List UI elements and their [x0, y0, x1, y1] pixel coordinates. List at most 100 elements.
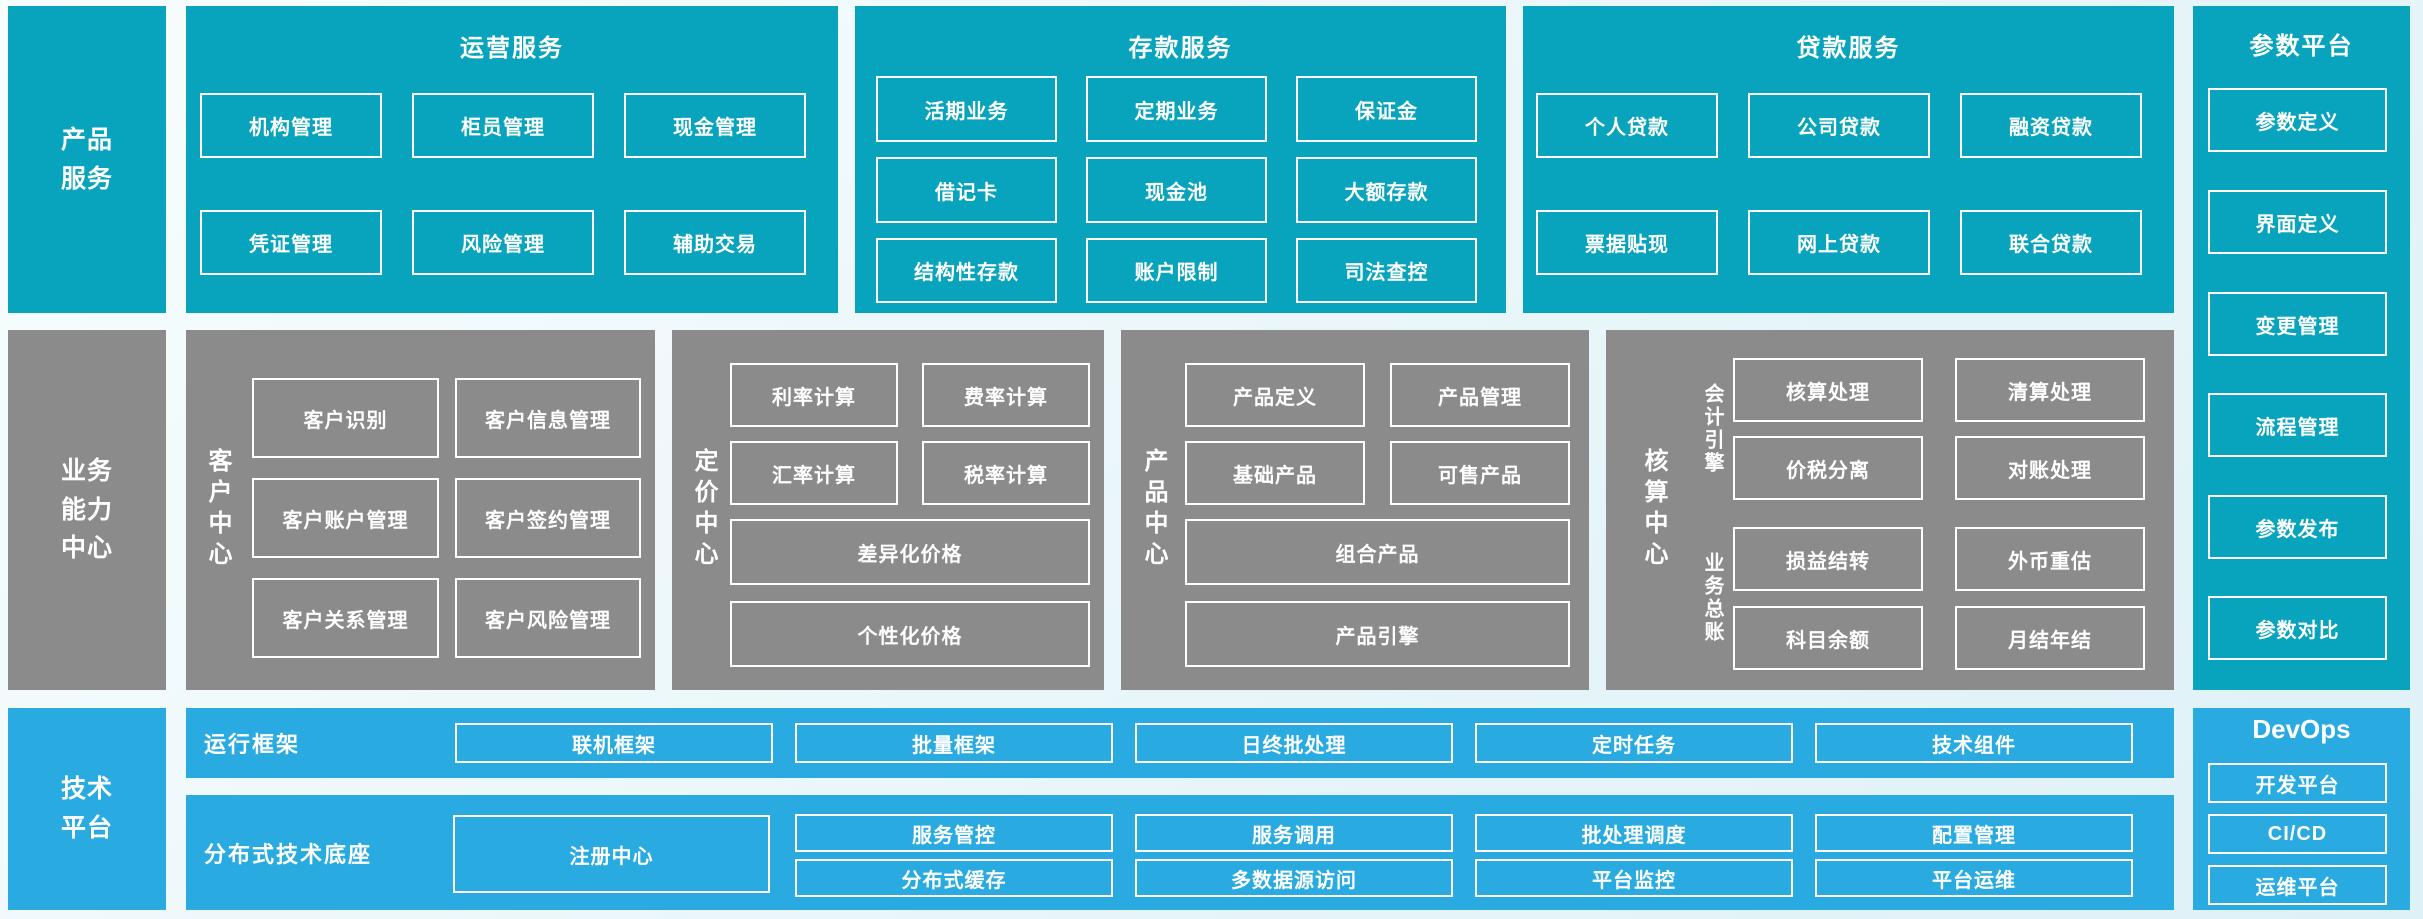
capability-box: 定期业务 [1086, 76, 1267, 142]
capability-box: 服务调用 [1135, 814, 1453, 852]
capability-box: 流程管理 [2208, 393, 2387, 457]
capability-box: 结构性存款 [876, 238, 1057, 303]
section-runtime-framework: 运行框架 联机框架 批量框架 日终批处理 定时任务 技术组件 [186, 708, 2174, 778]
capability-box: 定时任务 [1475, 723, 1793, 763]
capability-box: 月结年结 [1955, 606, 2145, 670]
section-pricing-center-label: 定价中心 [690, 448, 717, 572]
capability-box: 辅助交易 [624, 210, 806, 275]
section-loan-title: 贷款服务 [1796, 35, 1901, 62]
capability-box: 风险管理 [412, 210, 594, 275]
capability-box: 保证金 [1296, 76, 1477, 142]
sidebar-tech-platform: 技术平台 [8, 708, 166, 910]
capability-box: 变更管理 [2208, 292, 2387, 356]
capability-box: 柜员管理 [412, 93, 594, 158]
capability-box: 客户关系管理 [252, 578, 439, 658]
capability-box: 平台监控 [1475, 859, 1793, 897]
section-customer-center: 客户中心 客户识别 客户信息管理 客户账户管理 客户签约管理 客户关系管理 客户… [186, 330, 655, 690]
capability-box: 客户风险管理 [455, 578, 641, 658]
section-customer-center-label: 客户中心 [204, 448, 231, 572]
capability-box: CI/CD [2208, 814, 2387, 854]
capability-box-wide: 差异化价格 [730, 519, 1090, 585]
section-loan-services: 贷款服务 个人贷款 公司贷款 融资贷款 票据贴现 网上贷款 联合贷款 [1523, 6, 2174, 313]
capability-box-wide: 组合产品 [1185, 519, 1570, 585]
capability-box: 借记卡 [876, 157, 1057, 223]
capability-box: 个人贷款 [1536, 93, 1718, 158]
capability-box: 账户限制 [1086, 238, 1267, 303]
capability-box: 现金池 [1086, 157, 1267, 223]
capability-box: 日终批处理 [1135, 723, 1453, 763]
capability-box: 司法查控 [1296, 238, 1477, 303]
sidebar-product-services-label: 产品服务 [60, 125, 113, 193]
capability-box-wide: 产品引擎 [1185, 601, 1570, 667]
capability-box-wide: 个性化价格 [730, 601, 1090, 667]
capability-box: 服务管控 [795, 814, 1113, 852]
capability-box: 机构管理 [200, 93, 382, 158]
capability-box: 配置管理 [1815, 814, 2133, 852]
section-distributed-base-label: 分布式技术底座 [204, 841, 373, 867]
capability-box: 外币重估 [1955, 527, 2145, 591]
section-accounting-center-label: 核算中心 [1640, 448, 1667, 572]
capability-box: 客户签约管理 [455, 478, 641, 558]
capability-box: 运维平台 [2208, 865, 2387, 905]
capability-box: 公司贷款 [1748, 93, 1930, 158]
capability-box: 批处理调度 [1475, 814, 1793, 852]
capability-box: 产品定义 [1185, 363, 1365, 427]
capability-box: 联机框架 [455, 723, 773, 763]
capability-box: 批量框架 [795, 723, 1113, 763]
capability-box: 参数对比 [2208, 596, 2387, 660]
accounting-group-label-ledger: 业务总账 [1701, 552, 1723, 644]
section-product-center: 产品中心 产品定义 产品管理 基础产品 可售产品 组合产品 产品引擎 [1121, 330, 1589, 690]
section-deposit-services: 存款服务 活期业务 定期业务 保证金 借记卡 现金池 大额存款 结构性存款 账户… [855, 6, 1506, 313]
sidebar-business-capability-label: 业务能力中心 [60, 456, 113, 563]
capability-box: 现金管理 [624, 93, 806, 158]
capability-box: 客户信息管理 [455, 378, 641, 458]
section-devops: DevOps 开发平台 CI/CD 运维平台 [2193, 708, 2410, 910]
capability-box: 网上贷款 [1748, 210, 1930, 275]
capability-box: 参数发布 [2208, 495, 2387, 559]
capability-box: 对账处理 [1955, 436, 2145, 500]
capability-box: 联合贷款 [1960, 210, 2142, 275]
section-pricing-center: 定价中心 利率计算 费率计算 汇率计算 税率计算 差异化价格 个性化价格 [672, 330, 1104, 690]
section-operations-services: 运营服务 机构管理 柜员管理 现金管理 凭证管理 风险管理 辅助交易 [186, 6, 838, 313]
capability-box: 活期业务 [876, 76, 1057, 142]
capability-box: 可售产品 [1390, 441, 1570, 505]
capability-box: 费率计算 [922, 363, 1090, 427]
capability-box: 价税分离 [1733, 436, 1923, 500]
accounting-group-label-engine: 会计引擎 [1701, 383, 1723, 475]
section-product-center-label: 产品中心 [1140, 448, 1167, 572]
capability-box: 损益结转 [1733, 527, 1923, 591]
capability-box: 参数定义 [2208, 88, 2387, 152]
capability-box: 界面定义 [2208, 190, 2387, 254]
capability-box: 产品管理 [1390, 363, 1570, 427]
section-operations-title: 运营服务 [460, 35, 564, 62]
capability-box: 技术组件 [1815, 723, 2133, 763]
section-parameter-platform-title: 参数平台 [2249, 33, 2354, 60]
capability-box: 汇率计算 [730, 441, 898, 505]
capability-box: 票据贴现 [1536, 210, 1718, 275]
capability-box: 注册中心 [453, 815, 770, 893]
sidebar-tech-platform-label: 技术平台 [60, 775, 113, 842]
capability-box: 平台运维 [1815, 859, 2133, 897]
section-devops-title: DevOps [2252, 714, 2351, 744]
section-parameter-platform: 参数平台 参数定义 界面定义 变更管理 流程管理 参数发布 参数对比 [2193, 6, 2410, 690]
capability-box: 客户账户管理 [252, 478, 439, 558]
capability-box: 大额存款 [1296, 157, 1477, 223]
sidebar-business-capability: 业务能力中心 [8, 330, 166, 690]
sidebar-product-services: 产品服务 [8, 6, 166, 313]
capability-box: 清算处理 [1955, 358, 2145, 422]
section-runtime-framework-label: 运行框架 [204, 732, 301, 757]
capability-box: 开发平台 [2208, 763, 2387, 803]
capability-box: 多数据源访问 [1135, 859, 1453, 897]
capability-box: 基础产品 [1185, 441, 1365, 505]
capability-box: 凭证管理 [200, 210, 382, 275]
section-distributed-base: 分布式技术底座 注册中心 服务管控 分布式缓存 服务调用 多数据源访问 批处理调… [186, 795, 2174, 910]
section-accounting-center: 核算中心 会计引擎 业务总账 核算处理 清算处理 价税分离 对账处理 损益结转 … [1606, 330, 2174, 690]
capability-box: 科目余额 [1733, 606, 1923, 670]
section-deposit-title: 存款服务 [1128, 35, 1233, 62]
capability-box: 税率计算 [922, 441, 1090, 505]
capability-box: 分布式缓存 [795, 859, 1113, 897]
capability-box: 客户识别 [252, 378, 439, 458]
capability-box: 融资贷款 [1960, 93, 2142, 158]
capability-box: 核算处理 [1733, 358, 1923, 422]
